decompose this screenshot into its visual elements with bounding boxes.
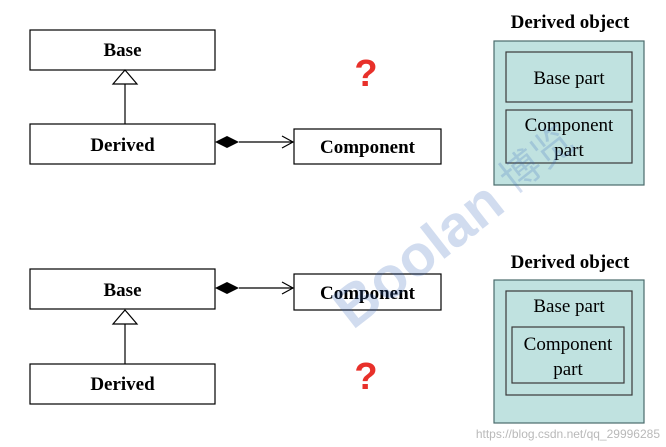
top-scenario: Base Derived Component ? Derived object … bbox=[29, 12, 645, 186]
bottom-composition-arrowhead-icon bbox=[281, 281, 295, 295]
top-derived-class-label: Derived bbox=[90, 135, 155, 156]
top-derived-class-box bbox=[29, 123, 216, 165]
bottom-derived-class-label: Derived bbox=[90, 374, 155, 395]
top-composition-diamond-icon bbox=[215, 136, 239, 148]
bottom-base-class-box bbox=[29, 268, 216, 310]
top-composition-arrowhead-icon bbox=[281, 135, 295, 149]
bottom-component-class-label: Component bbox=[320, 283, 416, 304]
top-object-component-part-label-line1: Component bbox=[525, 115, 614, 136]
top-base-class-box bbox=[29, 29, 216, 71]
top-object-component-part-box bbox=[505, 109, 633, 164]
top-base-class-label: Base bbox=[104, 40, 142, 61]
bottom-object-component-part-label-line2: part bbox=[553, 359, 583, 380]
watermark-url: https://blog.csdn.net/qq_29996285 bbox=[476, 427, 660, 441]
bottom-composition-diamond-icon bbox=[215, 282, 239, 294]
bottom-object-component-part-label-line1: Component bbox=[524, 334, 613, 355]
top-object-base-part-box bbox=[505, 51, 633, 103]
bottom-component-class-box bbox=[293, 273, 442, 311]
top-object-title: Derived object bbox=[511, 12, 630, 33]
bottom-object-component-part-box bbox=[511, 326, 625, 384]
top-component-class-box bbox=[293, 128, 442, 165]
bottom-inheritance-triangle-icon bbox=[111, 309, 139, 325]
top-inheritance-triangle-icon bbox=[111, 69, 139, 85]
top-component-class-label: Component bbox=[320, 137, 416, 158]
watermark-brand-text: BooIan bbox=[321, 169, 516, 341]
bottom-derived-class-box bbox=[29, 363, 216, 405]
top-object-base-part-label: Base part bbox=[533, 68, 605, 89]
bottom-question-mark: ? bbox=[354, 356, 377, 398]
bottom-object-title: Derived object bbox=[511, 252, 630, 273]
bottom-object-base-part-label: Base part bbox=[533, 296, 605, 317]
bottom-base-class-label: Base bbox=[104, 280, 142, 301]
top-question-mark: ? bbox=[354, 53, 377, 95]
top-object-component-part-label-line2: part bbox=[554, 140, 584, 161]
bottom-scenario: Base Derived Component ? Derived object … bbox=[29, 252, 645, 424]
